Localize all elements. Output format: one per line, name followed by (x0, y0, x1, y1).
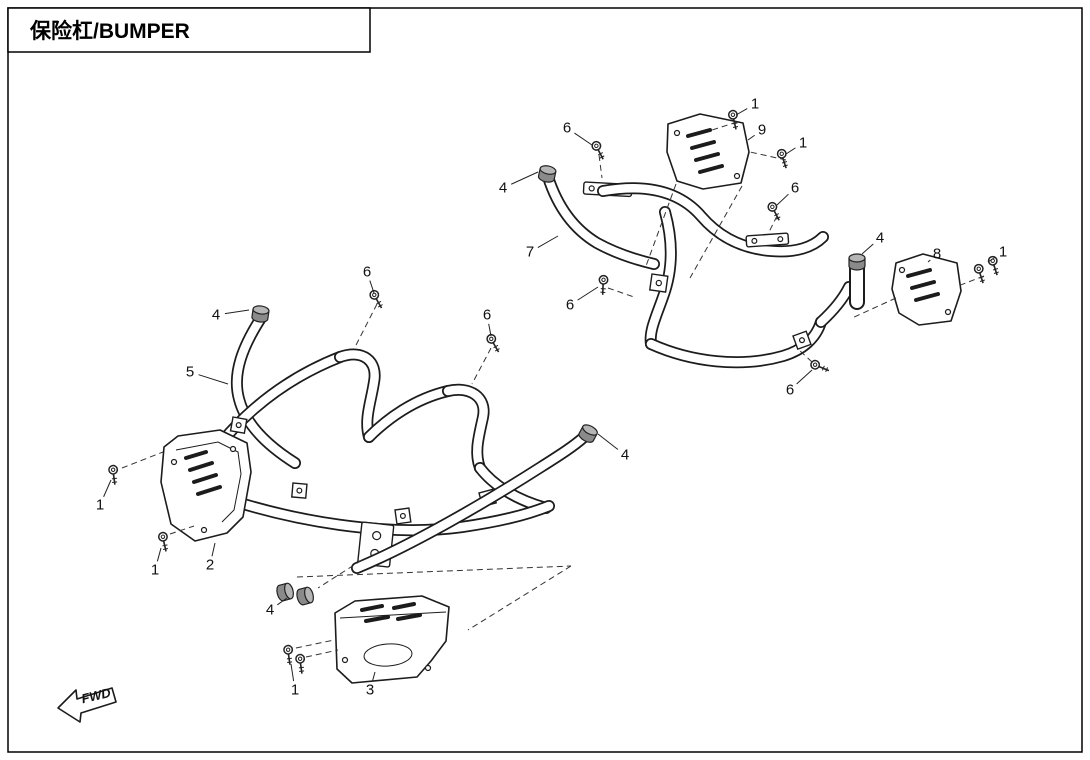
screw-part6 (591, 273, 615, 296)
screw-part6 (589, 140, 608, 161)
screw-part6 (808, 355, 831, 379)
skid-plate-part3 (334, 595, 450, 684)
end-cap-part4 (537, 163, 558, 185)
fwd-label: FWD (80, 685, 113, 706)
callout-leader-line (277, 597, 288, 606)
callout-leader-line (103, 479, 112, 497)
projection-lines (121, 121, 985, 658)
part-callout-7: 7 (526, 244, 534, 261)
part-callout-4: 4 (621, 447, 629, 464)
part-callout-3: 3 (366, 682, 374, 699)
screw-part6 (765, 201, 784, 222)
part-callout-4: 4 (266, 602, 274, 619)
part-callout-1: 1 (96, 497, 104, 514)
part-callout-4: 4 (212, 307, 220, 324)
callout-leader-line (290, 663, 295, 682)
screw-part1 (102, 463, 125, 486)
part-callout-5: 5 (186, 364, 194, 381)
fwd-arrow: FWD (57, 685, 117, 723)
skid-plate-part2 (160, 429, 252, 542)
part-callout-1: 1 (799, 135, 807, 152)
callout-leader-line (537, 235, 559, 248)
callout-leader-line (987, 256, 996, 263)
part-callout-9: 9 (758, 122, 766, 139)
callout-leader-line (785, 147, 796, 155)
rear-mid-bracket (745, 232, 790, 248)
front-lower-tube (351, 431, 590, 574)
front-bumper-assembly (102, 289, 600, 684)
callout-leader-line (927, 259, 931, 263)
part-callout-6: 6 (483, 307, 491, 324)
rear-bumper-frame (597, 182, 865, 369)
callout-leader-line (861, 243, 874, 255)
callout-leader-line (488, 323, 492, 337)
callout-leader-line (224, 309, 250, 315)
rear-frame-clamps (648, 273, 812, 351)
callout-leader-line (735, 108, 748, 116)
part-callout-8: 8 (933, 246, 941, 263)
callout-leader-line (747, 134, 755, 141)
rear-bumper-assembly (537, 108, 1004, 379)
page-border (7, 7, 1083, 753)
part-callout-4: 4 (876, 230, 884, 247)
callout-leader-line (574, 132, 593, 146)
callout-leader-line (211, 542, 216, 557)
callout-leader-line (796, 369, 813, 385)
callout-leader-line (369, 280, 375, 294)
part-callout-6: 6 (566, 297, 574, 314)
end-cap-part4 (848, 253, 866, 271)
callout-leader-line (597, 433, 619, 450)
callout-leader-line (198, 374, 229, 385)
part-callout-1: 1 (751, 96, 759, 113)
part-callout-2: 2 (206, 557, 214, 574)
front-tube-part5 (230, 312, 301, 469)
fwd-arrow-icon (57, 687, 117, 723)
callout-leader-line (510, 171, 539, 185)
callout-leader-line (776, 193, 789, 206)
end-cap-part4 (250, 304, 271, 324)
screw-part1 (277, 643, 300, 666)
plate-part8 (891, 253, 962, 326)
part-callout-1: 1 (151, 562, 159, 579)
part-callout-6: 6 (363, 264, 371, 281)
part-callout-6: 6 (791, 180, 799, 197)
part-callout-1: 1 (291, 682, 299, 699)
rear-tube-part7 (542, 171, 660, 270)
screw-part6 (484, 333, 503, 353)
callout-leader-line (577, 286, 599, 301)
part-callout-1: 1 (999, 244, 1007, 261)
part-callout-4: 4 (499, 180, 507, 197)
callout-leader-line (371, 671, 376, 682)
front-bumper-frame (191, 348, 555, 537)
callout-layer: 1 6 9 1 4 6 4 8 1 7 6 6 6 4 6 5 4 1 2 1 4 1 3 (96, 96, 1007, 699)
callout-leader-line (156, 547, 162, 562)
page-title: 保险杠/BUMPER (29, 19, 190, 43)
plate-part9 (666, 113, 750, 190)
part-callout-6: 6 (786, 382, 794, 399)
screw-part1 (289, 652, 312, 675)
part-callout-6: 6 (563, 120, 571, 137)
title-block (7, 7, 371, 53)
